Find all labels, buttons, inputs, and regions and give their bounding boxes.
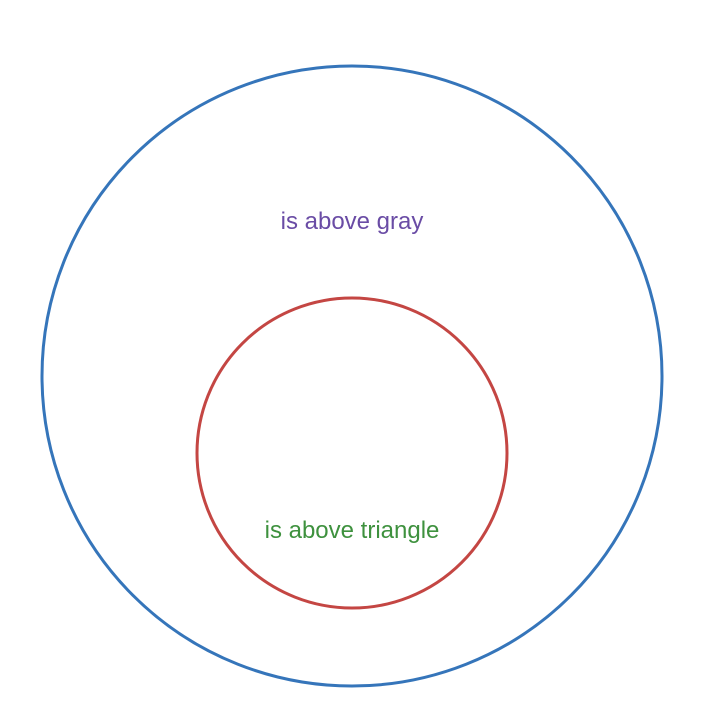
inner-circle-label: is above triangle	[265, 517, 440, 544]
outer-circle-label: is above gray	[281, 208, 424, 235]
inner-circle	[195, 296, 509, 610]
outer-circle	[40, 64, 664, 688]
